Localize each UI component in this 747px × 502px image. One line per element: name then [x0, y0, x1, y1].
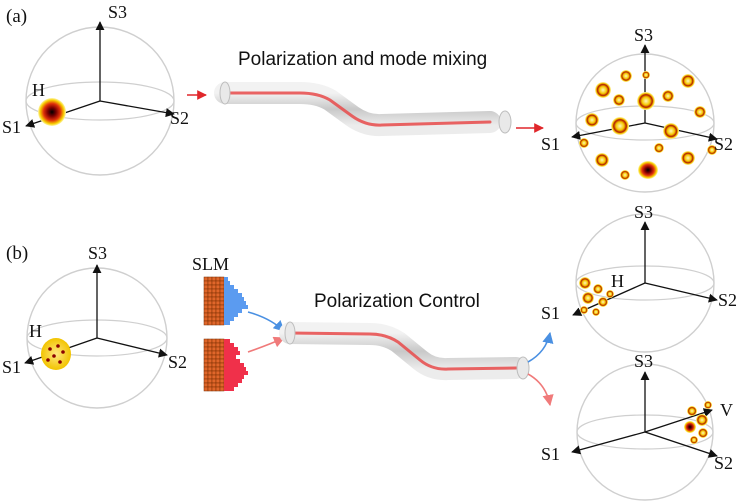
- output-blue-arrow: [527, 331, 554, 363]
- slm-bottom-grid: [203, 338, 248, 392]
- s2-label: S2: [170, 108, 189, 128]
- v-state-label-out: V: [720, 400, 733, 420]
- poincare-sphere-b-output-v: [571, 363, 718, 501]
- s1-label-out-b2: S1: [541, 444, 560, 464]
- panel-a-title: Polarization and mode mixing: [238, 49, 487, 70]
- panel-b-title: Polarization Control: [314, 291, 480, 312]
- s3-label-out-b1: S3: [634, 202, 653, 222]
- mixed-modes-cloud: [579, 70, 717, 180]
- s3-label-out-b2: S3: [634, 351, 653, 371]
- output-red-arrow: [527, 373, 554, 407]
- poincare-sphere-b-output-h: [572, 213, 718, 353]
- h-state-label-b: H: [29, 321, 42, 341]
- optical-fiber-b: [279, 321, 530, 381]
- s2-label-b: S2: [168, 352, 187, 372]
- s3-label-out-a: S3: [634, 25, 653, 45]
- slm-red-arrow: [247, 336, 286, 353]
- s1-label-out-a: S1: [541, 134, 560, 154]
- h-state-label-out: H: [611, 271, 624, 291]
- slm-blue-arrow: [247, 311, 285, 332]
- poincare-sphere-a-input: [25, 21, 175, 176]
- s1-label: S1: [2, 117, 21, 137]
- s2-label-out-b1: S2: [718, 290, 737, 310]
- s1-label-b: S1: [2, 357, 21, 377]
- slm-label: SLM: [192, 254, 229, 274]
- speckle-mode-spot: [41, 338, 71, 370]
- slm-device: [203, 276, 248, 392]
- panel-b-label: (b): [6, 243, 28, 264]
- s3-label: S3: [108, 2, 127, 22]
- s2-label-out-a: S2: [714, 134, 733, 154]
- h-state-label: H: [32, 80, 45, 100]
- s2-axis: [99, 100, 175, 118]
- panel-a-label: (a): [6, 6, 27, 27]
- s2-label-out-b2: S2: [714, 453, 733, 473]
- slm-top-grid: [203, 276, 248, 326]
- s3-label-b: S3: [88, 243, 107, 263]
- gaussian-mode-spot: [38, 98, 66, 126]
- poincare-sphere-b-input: [24, 264, 168, 409]
- optical-fiber-a: [214, 81, 512, 137]
- s1-label-out-b1: S1: [541, 303, 560, 323]
